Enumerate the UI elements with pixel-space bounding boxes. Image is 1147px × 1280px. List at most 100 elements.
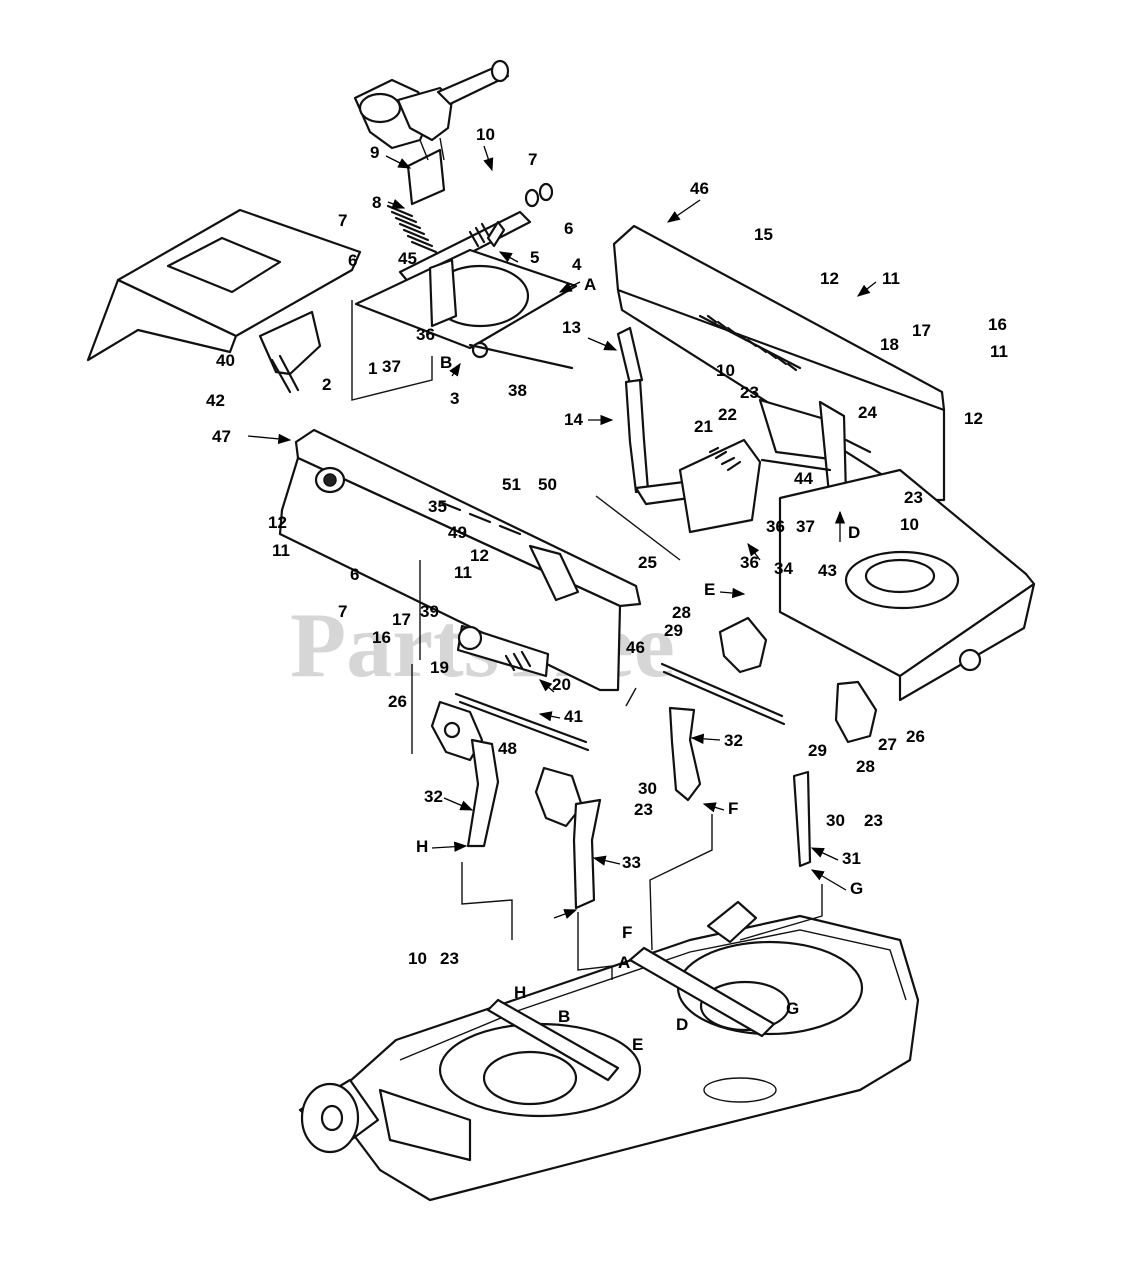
callout-C-top: D — [848, 523, 860, 542]
callout-15: 15 — [754, 225, 773, 244]
left-frame-side-panel — [278, 428, 642, 692]
callout-38: 38 — [508, 381, 527, 400]
callout-36-right: 36 — [766, 517, 785, 536]
callout-5: 5 — [530, 248, 539, 267]
callout-10-top: 10 — [476, 125, 495, 144]
callout-11-left: 11 — [272, 541, 290, 560]
callout-13: 13 — [562, 318, 581, 337]
callout-2: 2 — [322, 375, 331, 394]
callout-B-deck: B — [558, 1007, 570, 1026]
callout-F-top: G — [850, 879, 863, 898]
callout-C-deck: D — [676, 1015, 688, 1034]
connection-guides — [351, 300, 823, 980]
mower-deck — [298, 900, 920, 1202]
callout-45: 45 — [398, 249, 417, 268]
callout-16-right: 16 — [988, 315, 1007, 334]
callout-E-deck: F — [622, 923, 632, 942]
front-link-plate — [456, 624, 550, 678]
callout-D-top: E — [704, 580, 715, 599]
callout-6-top: 6 — [564, 219, 573, 238]
callout-F-deck: G — [786, 999, 799, 1018]
callout-39: 39 — [420, 602, 439, 621]
callout-11-mid: 11 — [454, 563, 472, 582]
callout-23-mid: 23 — [634, 800, 653, 819]
callout-11-right: 11 — [990, 342, 1008, 361]
callout-36-left: 36 — [416, 325, 435, 344]
callout-22: 22 — [718, 405, 737, 424]
callout-46-mid: 46 — [626, 638, 645, 657]
callout-26-right: 26 — [906, 727, 925, 746]
callout-12-top: 12 — [820, 269, 839, 288]
callout-1: 1 — [368, 359, 377, 378]
callout-50: 50 — [538, 475, 557, 494]
callout-8: 8 — [372, 193, 381, 212]
callout-11-top: 11 — [882, 269, 900, 288]
callout-42: 42 — [206, 391, 225, 410]
callout-27: 27 — [878, 735, 897, 754]
callout-7-mid: 7 — [338, 602, 347, 621]
callout-4: 4 — [572, 255, 582, 274]
callout-12-right: 12 — [964, 409, 983, 428]
callout-34: 34 — [774, 559, 793, 578]
callout-A-deck: A — [618, 953, 630, 972]
callout-26-left: 26 — [388, 692, 407, 711]
callout-3: 3 — [450, 389, 459, 408]
callout-G-top: H — [416, 837, 428, 856]
callout-35: 35 — [428, 497, 447, 516]
callout-12-left: 12 — [268, 513, 287, 532]
callout-37-left: 37 — [382, 357, 401, 376]
callout-47: 47 — [212, 427, 231, 446]
callout-10-right: 10 — [900, 515, 919, 534]
callout-28-right: 28 — [856, 757, 875, 776]
callout-29-mid: 29 — [664, 621, 683, 640]
callout-33: 33 — [622, 853, 641, 872]
callout-A-top: A — [584, 275, 596, 294]
lift-bracket-plate — [354, 248, 578, 370]
callout-49: 49 — [448, 523, 467, 542]
deck-hangers — [430, 616, 878, 828]
callout-48: 48 — [498, 739, 517, 758]
callout-36-low: 36 — [740, 553, 759, 572]
callout-6-mid: 6 — [350, 565, 359, 584]
callout-12-mid: 12 — [470, 546, 489, 565]
callout-32-right: 32 — [724, 731, 743, 750]
lift-arms — [466, 706, 812, 910]
callout-31: 31 — [842, 849, 861, 868]
callout-20: 20 — [552, 675, 571, 694]
callout-30-mid: 30 — [638, 779, 657, 798]
callout-21: 21 — [694, 417, 713, 436]
leader-lines — [247, 145, 877, 919]
callout-labels: 9 10 7 8 6 7 45 5 6 4 A 36 40 37 1 B 2 4… — [206, 125, 1008, 1054]
callout-6-left: 6 — [348, 251, 357, 270]
callout-23-deck: 23 — [440, 949, 459, 968]
callout-25: 25 — [638, 553, 657, 572]
callout-28-mid: 28 — [672, 603, 691, 622]
callout-23-upper: 23 — [740, 383, 759, 402]
callout-7-top: 7 — [528, 150, 537, 169]
left-frame-plate — [86, 208, 362, 394]
callout-23-right: 23 — [904, 488, 923, 507]
lift-mechanism — [678, 398, 872, 534]
callout-D-deck: E — [632, 1035, 643, 1054]
callout-17-right: 17 — [912, 321, 931, 340]
callout-E-right: F — [728, 799, 738, 818]
right-frame-panel — [612, 224, 946, 502]
callout-9: 9 — [370, 143, 379, 162]
steering-gear-assembly — [353, 59, 510, 206]
callout-17-left: 17 — [392, 610, 411, 629]
callout-44: 44 — [794, 469, 813, 488]
callout-14: 14 — [564, 410, 583, 429]
callout-18: 18 — [880, 335, 899, 354]
callout-10-deck: 10 — [408, 949, 427, 968]
callout-43: 43 — [818, 561, 837, 580]
callout-7-left: 7 — [338, 211, 347, 230]
callout-B-top: B — [440, 353, 452, 372]
callout-37-right: 37 — [796, 517, 815, 536]
callout-30-right: 30 — [826, 811, 845, 830]
callout-24: 24 — [858, 403, 877, 422]
callout-16-left: 16 — [372, 628, 391, 647]
callout-40: 40 — [216, 351, 235, 370]
callout-46-top: 46 — [690, 179, 709, 198]
callout-G-deck: H — [514, 983, 526, 1002]
